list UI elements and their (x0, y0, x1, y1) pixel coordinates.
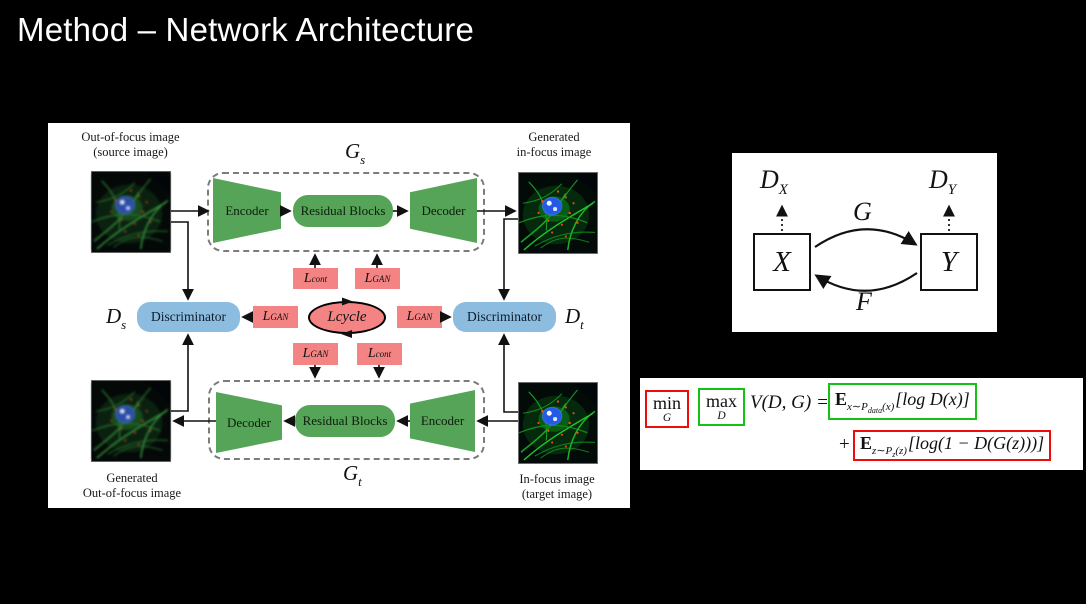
g-mapping-label: G (853, 197, 872, 226)
x-domain-node: X (753, 233, 811, 291)
expectation-real-term: Ex∼Pdata(x)[log D(x)] (828, 383, 977, 420)
max-term: max D (698, 388, 745, 426)
dx-symbol: DX (760, 165, 788, 198)
generated-infocus-cell-image (518, 172, 598, 254)
source-image-caption: Out-of-focus image (source image) (81, 130, 180, 159)
plus-sign: + (839, 434, 850, 455)
generated-outfocus-cell-image (91, 380, 171, 462)
residual-blocks-top: Residual Blocks (293, 195, 393, 227)
discriminator-source: Discriminator (137, 302, 240, 332)
y-domain-node: Y (920, 233, 978, 291)
ds-symbol: Ds (106, 304, 127, 332)
target-image-caption: In-focus image (target image) (519, 472, 595, 501)
architecture-figure-panel: Out-of-focus image (source image) Genera… (48, 123, 630, 508)
source-cell-image (91, 171, 171, 253)
expectation-fake-term: Ez∼Pz(z)[log(1 − D(G(z)))] (853, 430, 1052, 461)
generated-infocus-caption: Generated in-focus image (516, 130, 592, 159)
dt-symbol: Dt (565, 304, 584, 332)
residual-blocks-bottom: Residual Blocks (295, 405, 395, 437)
min-term: min G (645, 390, 690, 428)
discriminator-target: Discriminator (453, 302, 556, 332)
target-cell-image (518, 382, 598, 464)
gt-symbol: Gt (343, 461, 362, 489)
f-mapping-label: F (856, 287, 872, 316)
cyclegan-panel: DX DY X Y G F (732, 153, 997, 332)
dy-symbol: DY (929, 165, 957, 198)
generated-outfocus-caption: Generated Out-of-focus image (82, 471, 182, 500)
slide-title: Method – Network Architecture (17, 11, 475, 48)
value-function-text: V(D, G) = (750, 392, 829, 413)
gs-symbol: Gs (345, 139, 366, 167)
gan-objective-panel: min G max D V(D, G) = Ex∼Pdata(x)[log D(… (640, 378, 1083, 470)
